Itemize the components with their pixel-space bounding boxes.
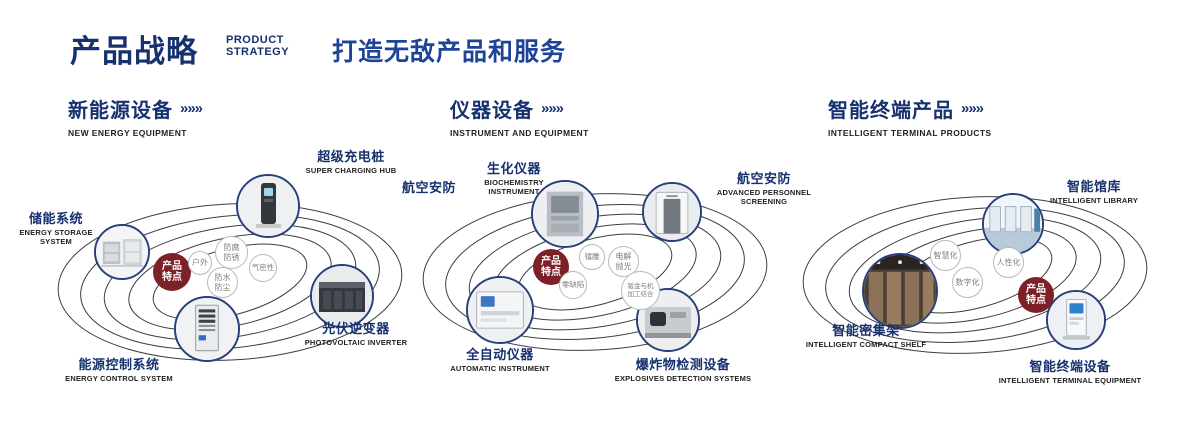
biochemistry-label: 生化仪器 BIOCHEMISTRY INSTRUMENT: [458, 161, 570, 196]
product-features-badge: 产品特点: [153, 253, 191, 291]
label-cn: 储能系统: [28, 211, 83, 226]
pv-inverter-label: 光伏逆变器 PHOTOVOLTAIC INVERTER: [294, 321, 418, 348]
energy-control-circle: [174, 296, 240, 362]
feature-bubble: 零缺陷: [559, 271, 587, 299]
label-en: INTELLIGENT TERMINAL EQUIPMENT: [998, 375, 1142, 385]
pv-inverter-circle: [310, 264, 374, 328]
label-cn: 超级充电桩: [317, 149, 385, 164]
label-cn: 全自动仪器: [466, 347, 534, 362]
compact-shelf-photo: [864, 255, 936, 327]
section-header-intelligent-terminal: 智能终端产品 »»» INTELLIGENT TERMINAL PRODUCTS: [828, 94, 992, 138]
label-en: INTELLIGENT COMPACT SHELF: [805, 339, 927, 349]
section-title: 智能终端产品: [828, 100, 954, 122]
section-header-instruments: 仪器设备 »»» INSTRUMENT AND EQUIPMENT: [450, 94, 589, 138]
terminal-equipment-label: 智能终端设备 INTELLIGENT TERMINAL EQUIPMENT: [986, 359, 1154, 386]
feature-bubble: 智慧化: [930, 240, 961, 271]
personnel-screening-photo: [644, 184, 700, 240]
super-charging-hub-label: 超级充电桩 SUPER CHARGING HUB: [292, 149, 410, 176]
triple-chevron-icon: »»»: [541, 100, 564, 117]
feature-bubble: 钣金与机加工结合: [621, 271, 660, 310]
biochemistry-circle: [531, 180, 599, 248]
automatic-instrument-photo: [468, 278, 532, 342]
energy-storage-photo: [96, 226, 148, 278]
triple-chevron-icon: »»»: [180, 100, 203, 117]
feature-bubble: 气密性: [249, 254, 277, 282]
label-en: SUPER CHARGING HUB: [305, 165, 397, 175]
section-subtitle-en: NEW ENERGY EQUIPMENT: [68, 128, 187, 138]
section-title: 新能源设备: [68, 100, 173, 122]
aviation-security-left-label: 航空安防: [402, 180, 457, 195]
feature-bubble: 人性化: [993, 247, 1024, 278]
energy-control-label: 能源控制系统 ENERGY CONTROL SYSTEM: [46, 357, 192, 384]
feature-bubble: 电解抛光: [608, 246, 639, 277]
label-cn: 智能密集架: [832, 323, 900, 338]
label-en: INTELLIGENT LIBRARY: [1049, 195, 1139, 205]
automatic-instrument-circle: [466, 276, 534, 344]
energy-control-photo: [176, 298, 238, 360]
compact-shelf-circle: [862, 253, 938, 329]
super-charging-hub-photo: [238, 176, 298, 236]
tagline: 打造无敌产品和服务: [332, 38, 567, 66]
energy-storage-circle: [94, 224, 150, 280]
label-en: PHOTOVOLTAIC INVERTER: [304, 337, 408, 347]
feature-bubble: 户外: [188, 251, 212, 275]
label-cn: 智能终端设备: [1029, 359, 1111, 374]
intelligent-library-circle: [982, 193, 1044, 255]
section-header-new-energy: 新能源设备 »»» NEW ENERGY EQUIPMENT: [68, 94, 203, 138]
feature-bubble: 数字化: [952, 267, 983, 298]
label-cn: 航空安防: [736, 171, 791, 186]
biochemistry-photo: [533, 182, 597, 246]
label-cn: 光伏逆变器: [322, 321, 390, 336]
terminal-equipment-circle: [1046, 290, 1106, 350]
page-title-en-line2: STRATEGY: [226, 46, 290, 59]
triple-chevron-icon: »»»: [961, 100, 984, 117]
personnel-screening-circle: [642, 182, 702, 242]
section-title: 仪器设备: [450, 100, 534, 122]
label-en: ENERGY CONTROL SYSTEM: [65, 373, 173, 383]
personnel-screening-label: 航空安防 ADVANCED PERSONNEL SCREENING: [708, 171, 820, 206]
label-cn: 生化仪器: [486, 161, 541, 176]
label-en: BIOCHEMISTRY INSTRUMENT: [484, 177, 544, 196]
intelligent-library-photo: [984, 195, 1042, 253]
compact-shelf-label: 智能密集架 INTELLIGENT COMPACT SHELF: [796, 323, 936, 350]
page-title-en: PRODUCT STRATEGY: [226, 34, 289, 58]
energy-storage-label: 储能系统 ENERGY STORAGE SYSTEM: [10, 211, 102, 246]
page-title-en-line1: PRODUCT: [226, 34, 284, 46]
label-cn: 智能馆库: [1066, 179, 1121, 194]
label-en: ENERGY STORAGE SYSTEM: [19, 227, 93, 246]
section-subtitle-en: INSTRUMENT AND EQUIPMENT: [450, 128, 589, 138]
label-en: AUTOMATIC INSTRUMENT: [450, 363, 550, 373]
intelligent-library-label: 智能馆库 INTELLIGENT LIBRARY: [1038, 179, 1150, 206]
page-title: 产品战略: [70, 34, 198, 69]
super-charging-hub-circle: [236, 174, 300, 238]
feature-bubble: 防水防尘: [207, 267, 238, 298]
explosives-detection-label: 爆炸物检测设备 EXPLOSIVES DETECTION SYSTEMS: [598, 357, 768, 384]
feature-bubble: 防腐防锈: [215, 236, 248, 269]
automatic-instrument-label: 全自动仪器 AUTOMATIC INSTRUMENT: [428, 347, 572, 374]
label-en: EXPLOSIVES DETECTION SYSTEMS: [614, 373, 752, 383]
section-subtitle-en: INTELLIGENT TERMINAL PRODUCTS: [828, 128, 992, 138]
label-cn: 爆炸物检测设备: [635, 357, 731, 372]
label-en: ADVANCED PERSONNEL SCREENING: [716, 187, 812, 206]
feature-bubble: 镭雕: [579, 244, 605, 270]
terminal-equipment-photo: [1048, 292, 1104, 348]
pv-inverter-photo: [312, 266, 372, 326]
label-cn: 能源控制系统: [78, 357, 160, 372]
product-features-badge: 产品特点: [1018, 277, 1054, 313]
